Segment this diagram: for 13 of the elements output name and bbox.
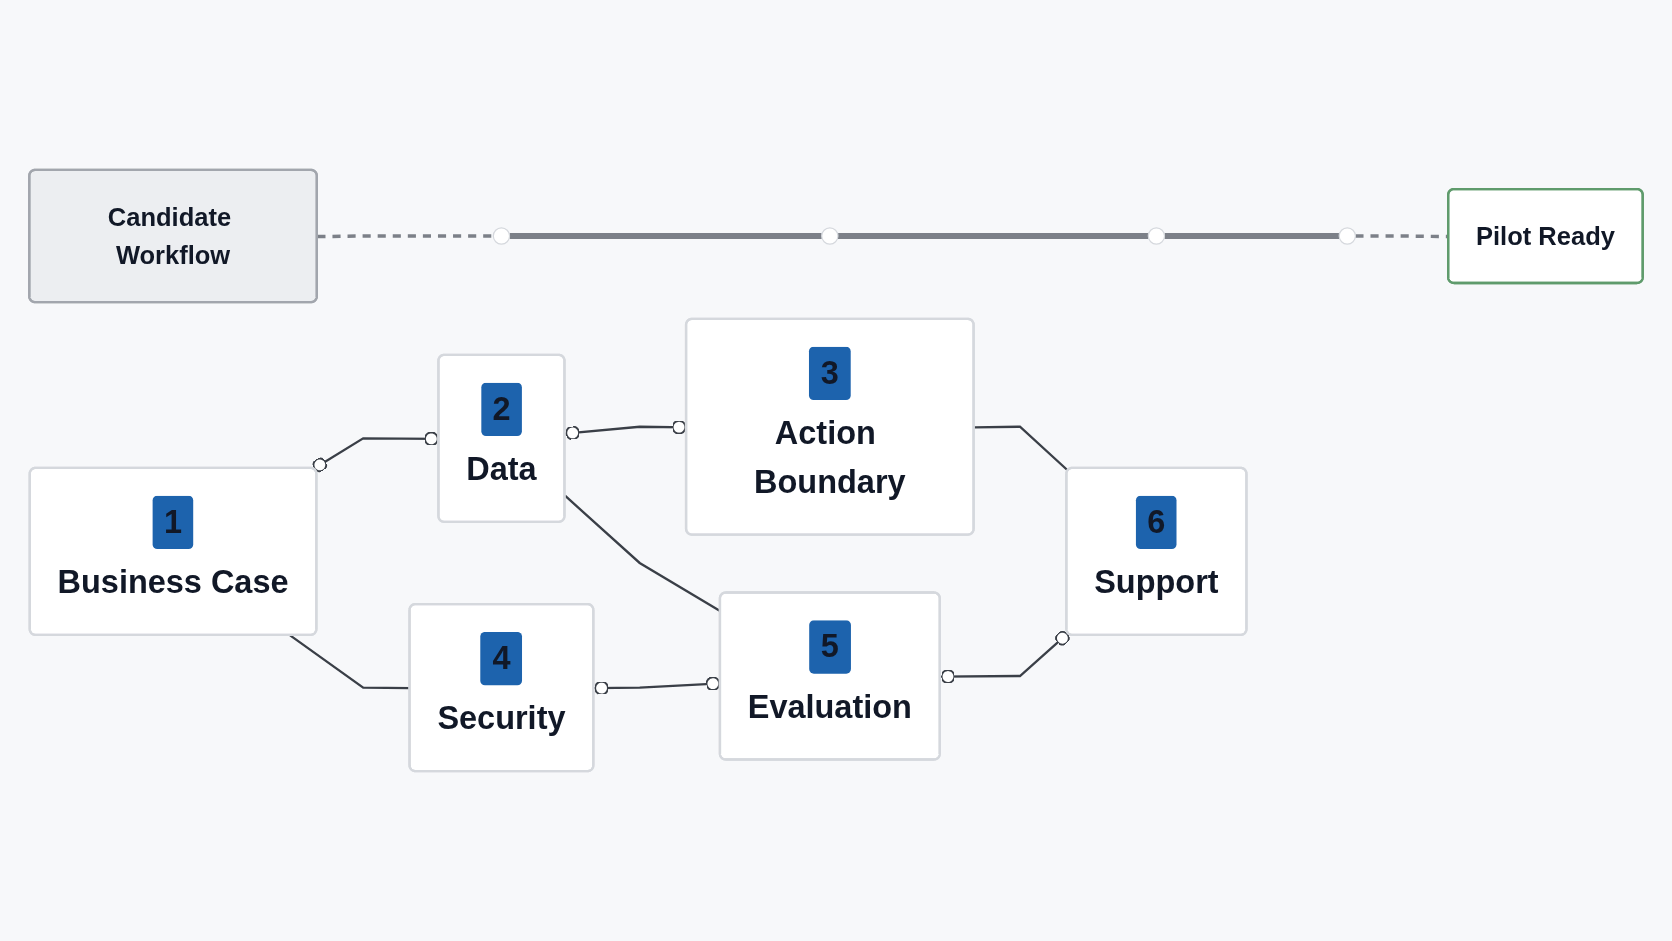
connector — [1164, 233, 1340, 239]
node-circle — [821, 227, 839, 245]
node-circle — [492, 227, 511, 245]
node-circle — [1338, 227, 1356, 245]
connector — [940, 630, 1070, 684]
connector — [509, 233, 822, 239]
connector — [837, 233, 1149, 239]
connector — [564, 419, 687, 441]
connector — [312, 431, 439, 473]
connector — [974, 425, 1069, 472]
node-circle — [1147, 227, 1166, 245]
connector — [1355, 234, 1449, 239]
connector — [317, 234, 494, 239]
